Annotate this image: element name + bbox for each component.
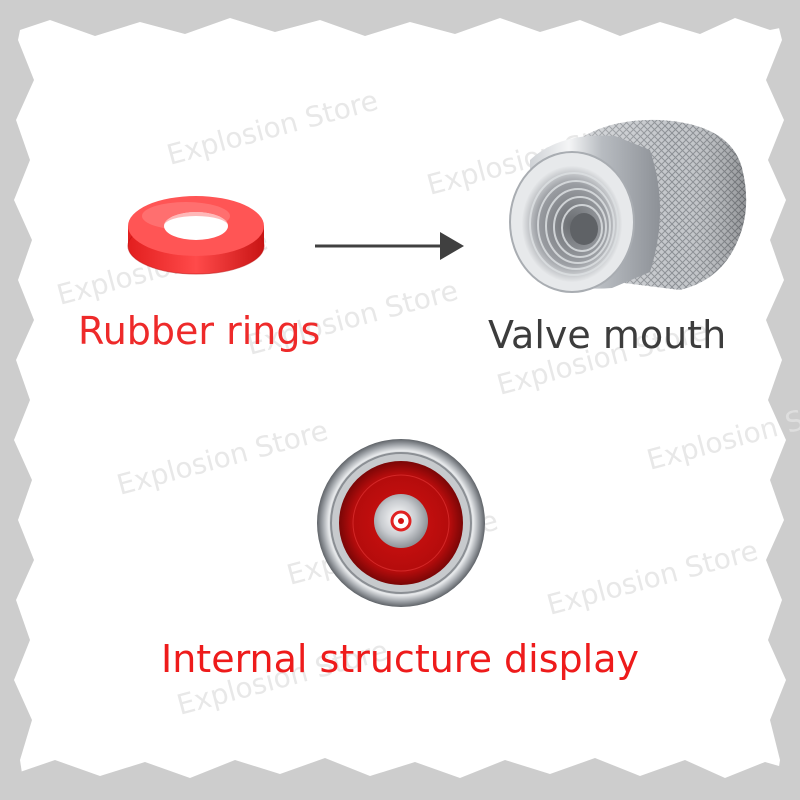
rubber-ring-icon <box>127 196 265 275</box>
frame-right <box>766 0 800 800</box>
inner-center-hole <box>398 518 404 524</box>
inner-red-ring-line <box>352 474 450 572</box>
cap-threads <box>529 172 619 276</box>
ring-hole <box>164 212 228 240</box>
valve-mouth-label: Valve mouth <box>488 313 727 357</box>
rubber-rings-label: Rubber rings <box>78 309 321 353</box>
frame-top <box>0 0 800 36</box>
frame-left <box>0 0 34 800</box>
watermark-text: Explosion Store <box>113 414 331 502</box>
valve-cap-icon <box>509 119 747 293</box>
cap-opening-core <box>570 213 598 245</box>
valve-inner-view-icon <box>317 439 485 607</box>
arrow-right-icon <box>315 232 464 260</box>
ring-hole-inner-wall <box>164 212 228 226</box>
frame-bottom <box>0 758 800 800</box>
watermark-text: Explosion Store <box>163 84 381 172</box>
arrow-head <box>440 232 464 260</box>
watermark-text: Explosion Store <box>543 534 761 622</box>
internal-structure-label: Internal structure display <box>161 637 639 681</box>
